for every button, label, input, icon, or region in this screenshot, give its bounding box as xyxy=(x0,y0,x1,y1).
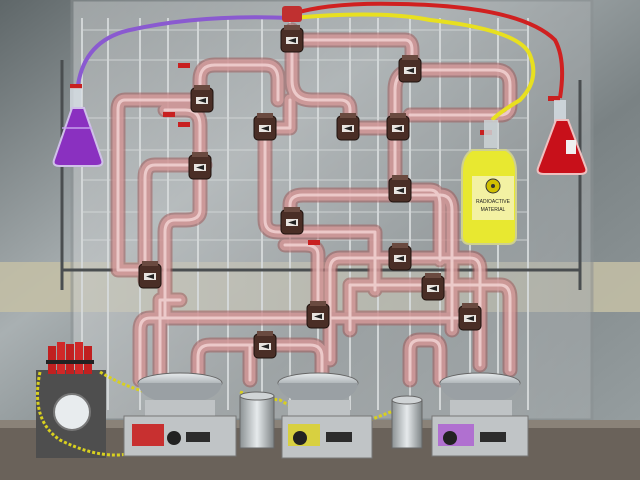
burner-yellow[interactable] xyxy=(277,372,373,459)
valve-v13[interactable] xyxy=(253,331,277,359)
valve-v11[interactable] xyxy=(421,273,445,301)
dynamite-bomb[interactable] xyxy=(36,342,106,458)
clamp xyxy=(178,63,190,68)
valve-arrow-icon xyxy=(288,38,296,43)
valve-arrow-icon xyxy=(146,274,154,279)
valve-v6[interactable] xyxy=(386,113,410,141)
valve-v5[interactable] xyxy=(336,113,360,141)
valve-v10[interactable] xyxy=(388,243,412,271)
tube-junction xyxy=(282,6,302,22)
bottle-sublabel: MATERIAL xyxy=(481,207,506,213)
valve-v14[interactable] xyxy=(138,261,162,289)
radioactive-bottle[interactable]: RADIOACTIVE MATERIAL xyxy=(461,120,517,245)
burner-purple[interactable] xyxy=(431,372,529,457)
valves xyxy=(138,25,482,359)
valve-v3[interactable] xyxy=(190,85,214,113)
valve-v9[interactable] xyxy=(280,207,304,235)
valve-v15[interactable] xyxy=(458,303,482,331)
valve-v4[interactable] xyxy=(253,113,277,141)
valve-arrow-icon xyxy=(198,98,206,103)
pipe xyxy=(116,28,512,382)
valve-arrow-icon xyxy=(396,256,404,261)
valve-arrow-icon xyxy=(396,188,404,193)
valve-arrow-icon xyxy=(394,126,402,131)
valve-v8[interactable] xyxy=(388,175,412,203)
burner-red[interactable] xyxy=(123,372,237,457)
clamp xyxy=(163,112,175,117)
valve-arrow-icon xyxy=(196,165,204,170)
valve-arrow-icon xyxy=(314,314,322,319)
valve-arrow-icon xyxy=(429,286,437,291)
pipe-network xyxy=(110,22,518,388)
red-flask[interactable] xyxy=(536,80,588,290)
clamp xyxy=(548,96,560,101)
clamp xyxy=(308,240,320,245)
purple-flask[interactable] xyxy=(52,60,104,290)
valve-arrow-icon xyxy=(261,344,269,349)
valve-v7[interactable] xyxy=(188,152,212,180)
valve-arrow-icon xyxy=(261,126,269,131)
valve-arrow-icon xyxy=(344,126,352,131)
red-tube xyxy=(291,1,565,99)
clamp xyxy=(178,122,190,127)
valve-v12[interactable] xyxy=(306,301,330,329)
bomb-timer xyxy=(53,393,91,431)
valve-v2[interactable] xyxy=(398,55,422,83)
valve-arrow-icon xyxy=(288,220,296,225)
metal-beaker-right[interactable] xyxy=(391,395,423,449)
valve-arrow-icon xyxy=(466,316,474,321)
valve-v1[interactable] xyxy=(280,25,304,53)
valve-arrow-icon xyxy=(406,68,414,73)
clamp xyxy=(70,84,82,89)
purple-tube xyxy=(76,15,293,86)
bottle-label: RADIOACTIVE xyxy=(476,199,511,205)
yellow-tube xyxy=(291,12,536,122)
metal-beaker-left[interactable] xyxy=(239,391,275,449)
